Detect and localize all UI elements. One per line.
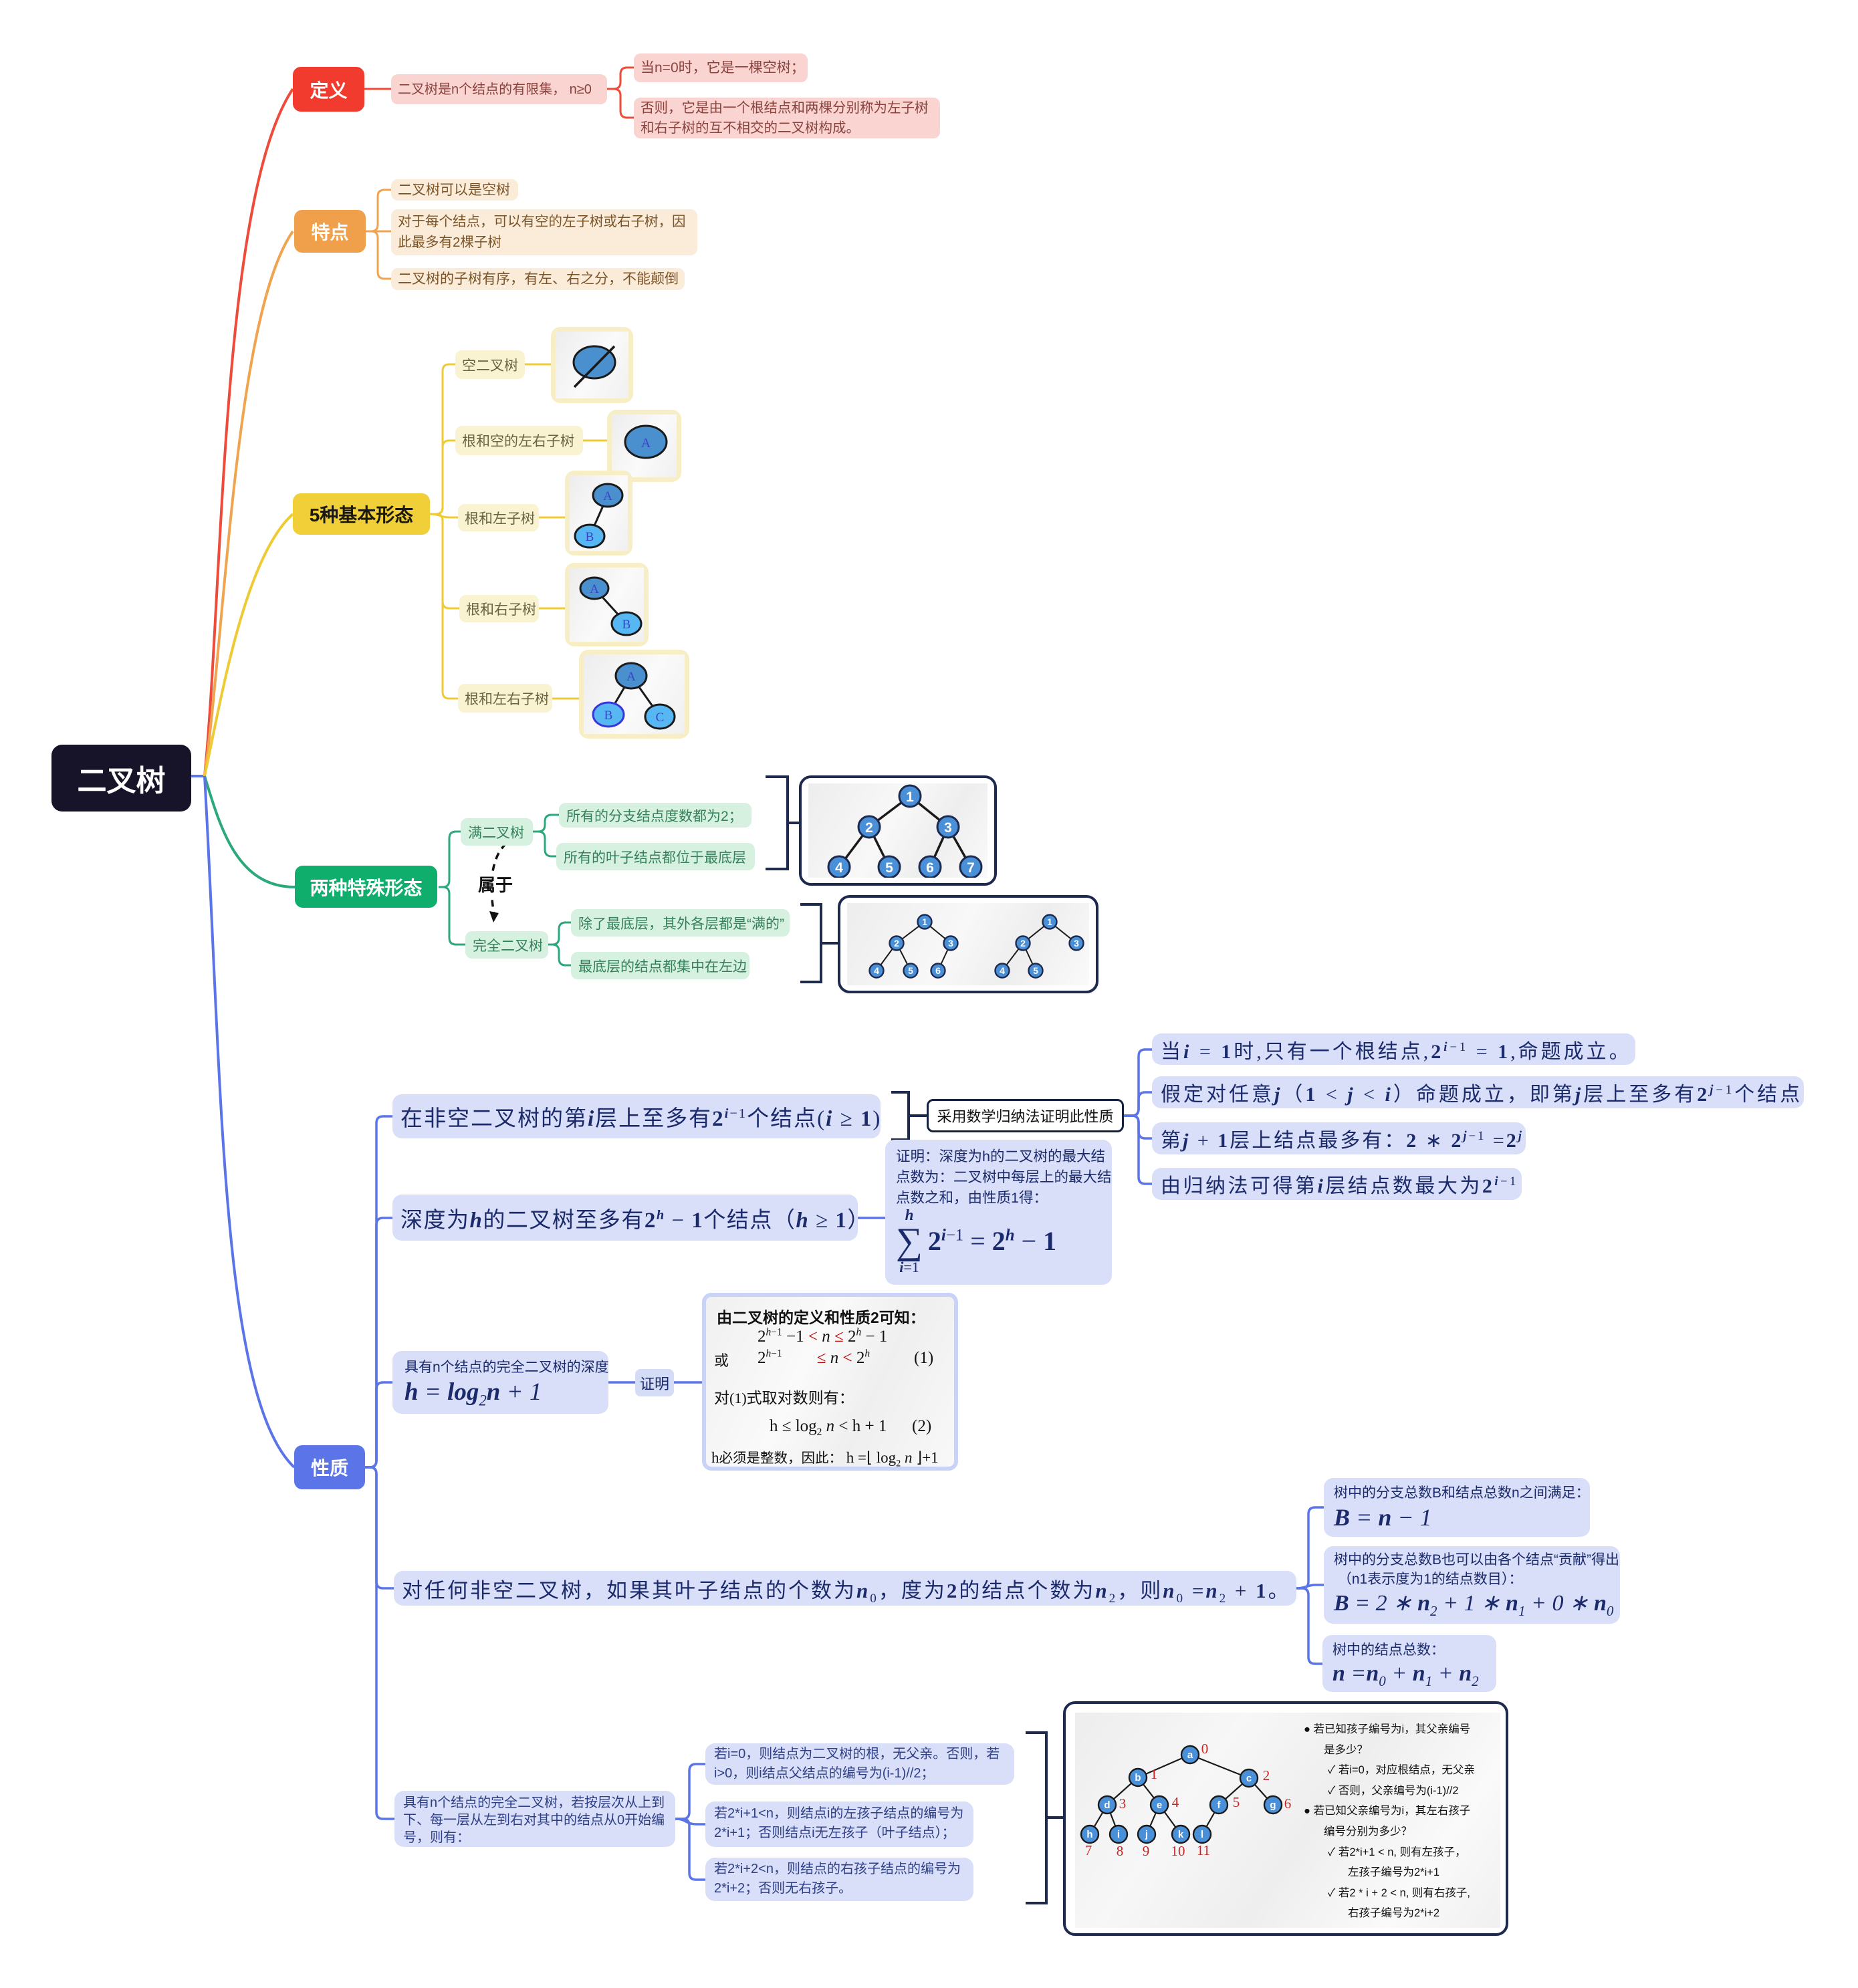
svg-text:1: 1 [1151, 1766, 1158, 1782]
svg-text:A: A [590, 582, 599, 596]
svg-text:4: 4 [835, 860, 843, 876]
svg-text:4: 4 [1172, 1794, 1179, 1810]
svg-text:d: d [1104, 1799, 1110, 1811]
svg-text:5: 5 [1233, 1794, 1240, 1810]
svg-text:3: 3 [1119, 1795, 1127, 1812]
svg-text:4: 4 [1000, 965, 1005, 976]
svg-text:8: 8 [1117, 1843, 1124, 1859]
svg-text:C: C [656, 711, 665, 725]
svg-text:5: 5 [1033, 965, 1038, 976]
svg-text:2: 2 [894, 938, 899, 949]
svg-text:2: 2 [865, 820, 873, 836]
svg-text:4: 4 [874, 965, 879, 976]
svg-text:a: a [1187, 1749, 1193, 1761]
svg-text:5: 5 [908, 965, 913, 976]
svg-text:5: 5 [885, 860, 893, 876]
svg-text:f: f [1217, 1799, 1222, 1811]
svg-text:10: 10 [1171, 1843, 1185, 1859]
svg-text:g: g [1270, 1799, 1276, 1811]
svg-text:7: 7 [1085, 1842, 1092, 1858]
svg-text:c: c [1246, 1773, 1252, 1784]
svg-text:A: A [641, 436, 651, 451]
svg-text:h: h [1086, 1829, 1092, 1840]
svg-text:6: 6 [1284, 1795, 1292, 1812]
svg-text:B: B [586, 530, 594, 544]
svg-text:j: j [1145, 1829, 1148, 1840]
svg-text:B: B [604, 709, 613, 723]
svg-text:0: 0 [1201, 1741, 1209, 1757]
svg-text:3: 3 [948, 938, 953, 949]
svg-text:l: l [1201, 1829, 1203, 1840]
svg-text:2: 2 [1020, 938, 1026, 949]
svg-text:k: k [1178, 1829, 1184, 1840]
svg-text:11: 11 [1197, 1842, 1210, 1858]
svg-text:9: 9 [1143, 1843, 1150, 1859]
svg-text:A: A [603, 489, 612, 503]
svg-text:3: 3 [944, 820, 952, 836]
svg-text:2: 2 [1263, 1767, 1270, 1783]
svg-text:A: A [626, 670, 636, 684]
svg-text:1: 1 [922, 916, 927, 927]
svg-text:e: e [1157, 1799, 1162, 1811]
svg-text:1: 1 [1047, 916, 1052, 927]
svg-text:1: 1 [906, 789, 914, 805]
svg-text:3: 3 [1074, 938, 1079, 949]
svg-text:i: i [1117, 1829, 1120, 1840]
svg-text:B: B [622, 618, 631, 632]
svg-text:6: 6 [935, 965, 941, 976]
svg-text:7: 7 [967, 860, 975, 876]
svg-text:6: 6 [926, 860, 934, 876]
svg-text:b: b [1135, 1772, 1141, 1783]
